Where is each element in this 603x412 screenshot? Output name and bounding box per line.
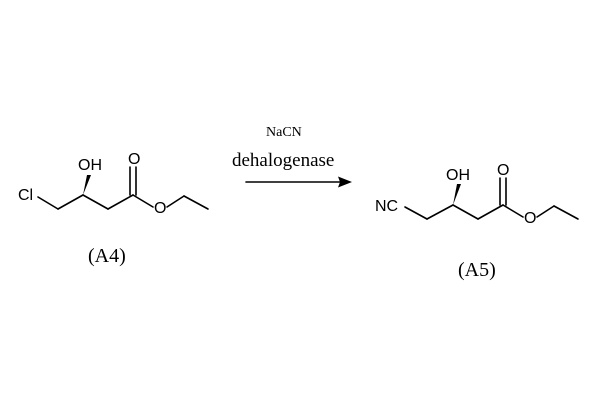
atom-oh: OH [78, 157, 102, 174]
atom-o-carbonyl: O [497, 162, 509, 179]
atom-oh: OH [446, 167, 470, 184]
bond-c3-c4 [477, 204, 504, 220]
reagent-label: NaCN [266, 125, 302, 140]
product-structure-a5: NC OH O O [375, 162, 579, 227]
bond-c2-c3 [452, 204, 479, 220]
reaction-arrow [245, 176, 352, 188]
bond-c2-c3 [82, 194, 109, 210]
atom-o-carbonyl: O [128, 151, 140, 168]
atom-cl: Cl [18, 187, 33, 204]
bond-c1-c2 [57, 194, 84, 210]
bond-c4-o-ester [132, 194, 154, 208]
bond-c3-c4 [107, 194, 134, 210]
bond-o-c5 [536, 205, 555, 218]
atom-o-ester: O [154, 200, 166, 217]
wedge-bond-oh [453, 184, 461, 205]
catalyst-label: dehalogenase [232, 150, 334, 171]
reactant-structure-a4: Cl OH O O [18, 151, 209, 217]
bond-c5-c6 [553, 205, 579, 220]
arrow-head [338, 176, 352, 188]
atom-o-ester: O [524, 210, 536, 227]
compound-label-a5: (A5) [458, 259, 496, 281]
bond-cl-c1 [37, 196, 59, 210]
bond-nc-c1 [404, 206, 428, 220]
compound-label-a4: (A4) [88, 245, 126, 267]
atom-nc: NC [375, 198, 398, 215]
bond-o-c5 [166, 195, 185, 208]
bond-c4-o-ester [502, 204, 524, 218]
wedge-bond-oh [83, 175, 91, 195]
bond-c5-c6 [183, 195, 209, 210]
bond-c1-c2 [426, 204, 454, 220]
